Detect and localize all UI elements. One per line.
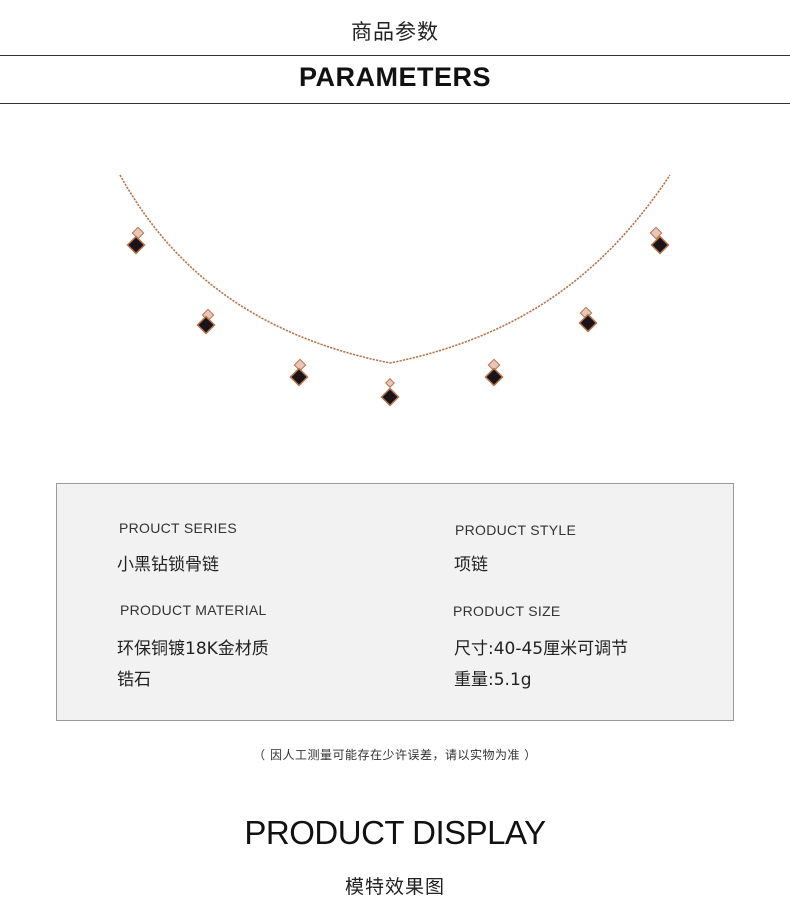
product-display-title: PRODUCT DISPLAY <box>244 814 546 851</box>
necklace-chain <box>119 174 671 364</box>
header-divider-top <box>0 55 790 56</box>
weight-value: 重量:5.1g <box>454 670 532 690</box>
measurement-note: （ 因人工测量可能存在少许误差，请以实物为准 ） <box>253 748 537 762</box>
material-value-stone: 锆石 <box>117 670 151 690</box>
header-title-cn: 商品参数 <box>351 20 439 44</box>
style-value: 项链 <box>454 555 488 575</box>
style-label: PRODUCT STYLE <box>455 522 577 538</box>
size-label: PRODUCT SIZE <box>453 603 561 619</box>
product-display-subtitle: 模特效果图 <box>344 876 445 898</box>
series-value: 小黑钻锁骨链 <box>117 555 219 575</box>
necklace-image <box>119 174 671 407</box>
material-value: 环保铜镀18K金材质 <box>117 639 269 659</box>
parameters-panel: PROUCT SERIES 小黑钻锁骨链 PRODUCT STYLE 项链 PR… <box>56 483 734 721</box>
header-divider-bottom <box>0 103 790 104</box>
necklace-pendants <box>126 226 670 407</box>
size-value: 尺寸:40-45厘米可调节 <box>454 639 629 659</box>
series-label: PROUCT SERIES <box>119 520 237 536</box>
parameters-title: PARAMETERS <box>298 62 491 92</box>
material-label: PRODUCT MATERIAL <box>120 602 267 618</box>
